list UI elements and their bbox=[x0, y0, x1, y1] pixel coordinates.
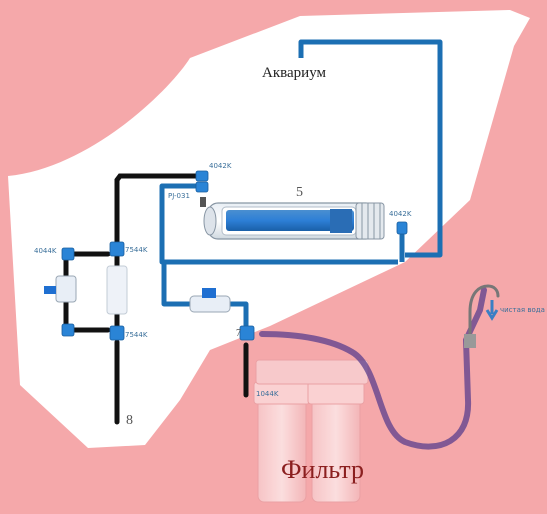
filter-housing-group bbox=[253, 359, 369, 503]
fitting-pj031 bbox=[195, 181, 209, 193]
valve-handle-icon bbox=[44, 286, 56, 294]
label-pj031: PJ-031 bbox=[168, 192, 190, 200]
purple-tube-to-faucet bbox=[259, 287, 487, 450]
fitting-elbow-left bbox=[61, 323, 75, 337]
membrane-number: 5 bbox=[296, 185, 303, 200]
water-arrow-icon bbox=[485, 300, 499, 321]
ball-valve bbox=[189, 288, 231, 313]
membrane-housing bbox=[203, 202, 385, 240]
small-vertical-fitting bbox=[200, 197, 206, 207]
filter-label: Фильтр bbox=[281, 455, 364, 484]
fitting-tee-7 bbox=[239, 325, 255, 341]
aquarium-label: Аквариум bbox=[262, 65, 326, 81]
label-7544k-top: 7544K bbox=[125, 246, 148, 254]
fitting-4042k-top bbox=[195, 170, 209, 182]
filter-cap-right bbox=[307, 381, 365, 405]
fitting-7544k-top bbox=[109, 241, 125, 257]
membrane-core bbox=[226, 210, 354, 231]
blue-tubes bbox=[159, 39, 443, 330]
stage-number-7: 7 bbox=[236, 328, 241, 339]
label-4042k-top: 4042K bbox=[209, 162, 232, 170]
filter-bracket bbox=[255, 359, 369, 385]
flow-restrictor bbox=[106, 265, 128, 315]
fitting-4042k-right bbox=[396, 221, 408, 235]
label-4044k: 4044K bbox=[34, 247, 57, 255]
faucet-note: чистая вода bbox=[500, 306, 545, 314]
fitting-7544k-bottom bbox=[109, 325, 125, 341]
drain-number: 8 bbox=[126, 413, 133, 428]
faucet bbox=[464, 284, 500, 348]
label-1044k: 1044K bbox=[256, 390, 279, 398]
filter-housing-left bbox=[257, 397, 307, 503]
left-valve bbox=[44, 275, 77, 303]
filter-housing-right bbox=[311, 397, 361, 503]
fitting-4044k bbox=[61, 247, 75, 261]
label-7544k-bottom: 7544K bbox=[125, 331, 148, 339]
fittings bbox=[61, 170, 408, 341]
label-4042k-right: 4042K bbox=[389, 210, 412, 218]
